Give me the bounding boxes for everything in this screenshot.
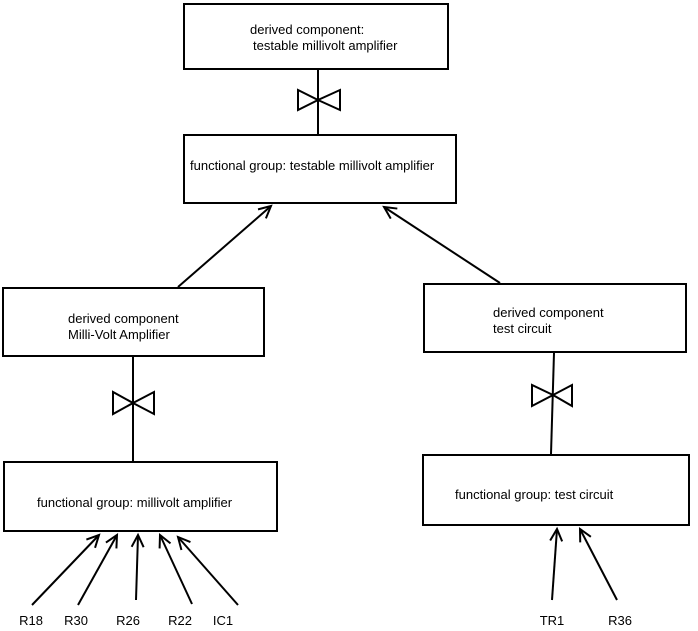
node-derived-component-milli-volt-amplifier: derived component Milli-Volt Amplifier	[2, 287, 265, 357]
arrow-derived-mv-to-fg-testable	[177, 204, 273, 288]
component-label-r26: R26	[116, 613, 140, 628]
node-functional-group-millivolt-amplifier: functional group: millivolt amplifier	[3, 461, 278, 532]
arrow-derived-tc-to-fg-testable	[382, 205, 501, 284]
component-label-r30: R30	[64, 613, 88, 628]
node-functional-group-testable-millivolt-amplifier: functional group: testable millivolt amp…	[183, 134, 457, 204]
decomposition-symbol-right	[531, 383, 573, 408]
connector-right-decomposition	[550, 352, 555, 455]
component-label-ic1: IC1	[212, 613, 234, 628]
component-label-r22: R22	[168, 613, 192, 628]
arrow-r30-to-fg-mv	[77, 533, 119, 606]
arrow-r36-to-fg-tc	[578, 527, 618, 601]
node-functional-group-test-circuit: functional group: test circuit	[422, 454, 690, 526]
node-label-line2: test circuit	[493, 321, 552, 336]
node-label-line1: derived component	[68, 311, 179, 326]
component-label-r36: R36	[608, 613, 632, 628]
arrow-r26-to-fg-mv	[130, 532, 145, 601]
arrow-tr1-to-fg-tc	[549, 526, 564, 601]
node-label-line2: Milli-Volt Amplifier	[68, 327, 170, 342]
node-label: functional group: test circuit	[455, 487, 614, 502]
node-derived-component-testable-millivolt-amplifier: derived component: testable millivolt am…	[183, 3, 449, 70]
component-label-r18: R18	[19, 613, 43, 628]
arrow-r18-to-fg-mv	[31, 533, 101, 606]
decomposition-symbol-top	[297, 88, 341, 112]
arrow-ic1-to-fg-mv	[176, 535, 239, 606]
node-label-line1: derived component:	[250, 22, 365, 37]
component-label-tr1: TR1	[539, 613, 565, 628]
node-label: functional group: millivolt amplifier	[37, 495, 233, 510]
node-label: functional group: testable millivolt amp…	[190, 158, 435, 173]
decomposition-symbol-left	[112, 390, 155, 416]
arrow-r22-to-fg-mv	[158, 532, 193, 605]
node-label-line2: testable millivolt amplifier	[253, 38, 398, 53]
node-derived-component-test-circuit: derived component test circuit	[423, 283, 687, 353]
node-label-line1: derived component	[493, 305, 604, 320]
